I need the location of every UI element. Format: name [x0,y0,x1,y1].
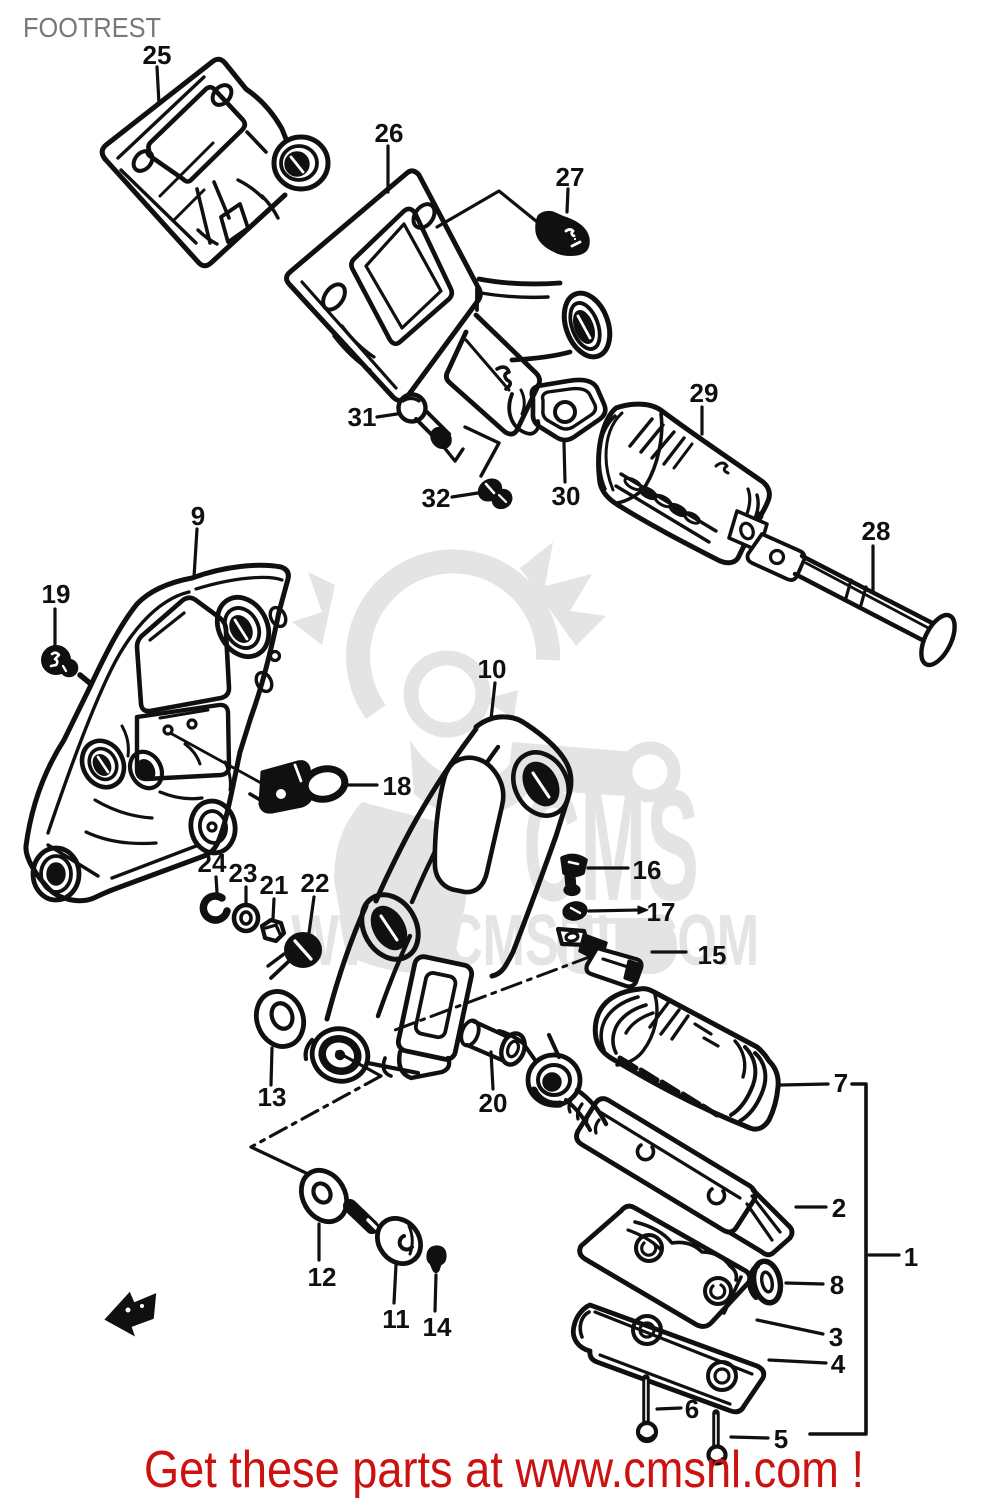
svg-text:15: 15 [698,940,727,970]
svg-text:2: 2 [832,1193,846,1223]
svg-text:24: 24 [198,848,227,878]
svg-text:27: 27 [556,162,585,192]
svg-text:3: 3 [829,1322,843,1352]
svg-text:8: 8 [830,1270,844,1300]
svg-text:25: 25 [143,40,172,70]
svg-text:31: 31 [348,402,377,432]
svg-text:6: 6 [685,1394,699,1424]
svg-text:20: 20 [479,1088,508,1118]
svg-text:16: 16 [633,855,662,885]
svg-text:Get these parts at www.cmsnl.c: Get these parts at www.cmsnl.com ! [144,1441,864,1499]
svg-text:1: 1 [904,1242,918,1272]
svg-text:30: 30 [552,481,581,511]
svg-text:14: 14 [423,1312,452,1342]
svg-text:9: 9 [191,501,205,531]
svg-text:17: 17 [647,897,676,927]
svg-text:23: 23 [229,858,258,888]
svg-text:28: 28 [862,516,891,546]
svg-text:22: 22 [301,868,330,898]
svg-text:21: 21 [260,870,289,900]
svg-text:7: 7 [834,1068,848,1098]
svg-text:4: 4 [831,1349,846,1379]
svg-text:19: 19 [42,579,71,609]
svg-text:18: 18 [383,771,412,801]
svg-text:29: 29 [690,378,719,408]
svg-text:26: 26 [375,118,404,148]
svg-text:5: 5 [774,1424,788,1454]
svg-text:10: 10 [478,654,507,684]
svg-text:12: 12 [308,1262,337,1292]
svg-text:13: 13 [258,1082,287,1112]
svg-text:32: 32 [422,483,451,513]
svg-text:FOOTREST: FOOTREST [23,12,161,43]
svg-text:11: 11 [382,1304,410,1334]
